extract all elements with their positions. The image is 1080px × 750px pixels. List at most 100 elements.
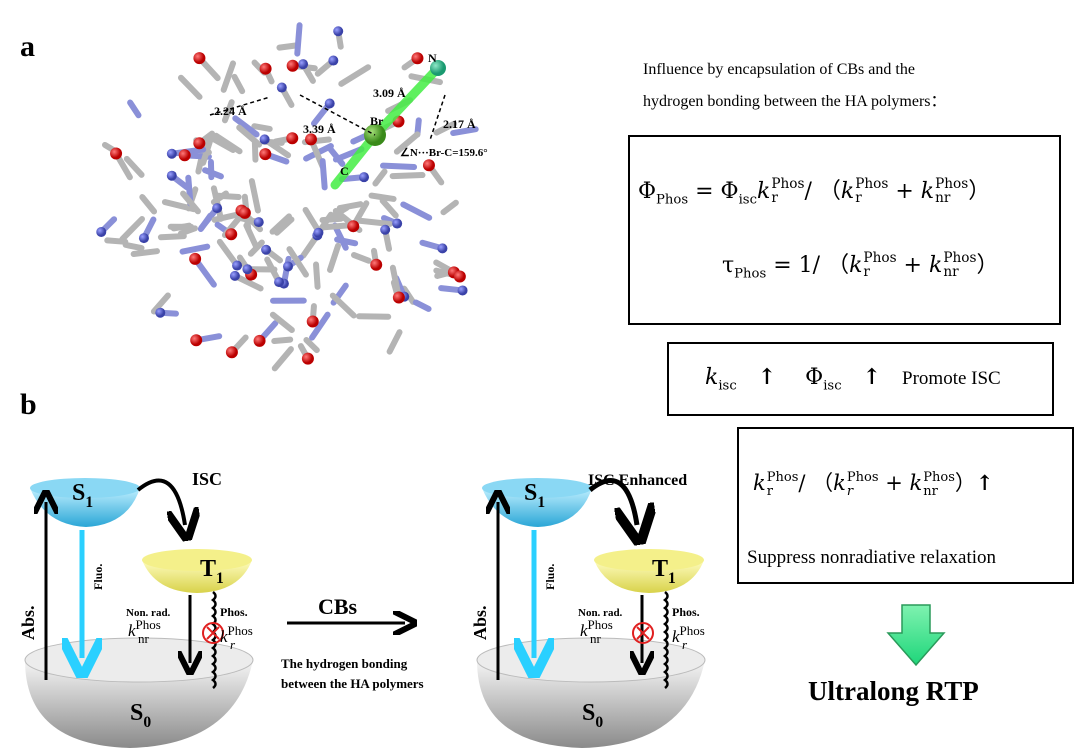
op: + [888,179,921,204]
k: k [128,621,136,640]
sub: r [863,264,870,280]
phi-isc-symbol: Φ [805,365,824,390]
x-mark-icon [636,626,650,640]
bond [269,311,295,334]
s1-label-sub: 1 [85,494,93,511]
bond [251,139,259,163]
bond [157,233,187,241]
bond [313,261,321,290]
cbs-label: CBs [318,594,358,619]
bond [372,168,388,187]
oxygen-atom [238,206,251,219]
sub: isc [823,378,842,394]
oxygen-atom [305,133,318,146]
h-bond-dash-3 [429,94,446,141]
up-arrow-icon: ↑ [757,364,777,390]
atom-label-c: C [340,164,349,178]
tau-symbol: τ [722,253,735,278]
influence-description: Influence by encapsulation of CBs and th… [643,54,947,118]
sup: Phos [588,617,613,632]
bond [389,172,426,180]
bond [179,243,211,255]
bond [319,215,344,224]
nitrogen-atom [392,218,403,229]
s1-label-main: S [72,480,85,506]
nitrogen-atom [96,226,107,237]
bond [220,60,237,93]
angle-label: ∠N···Br-C=159.6° [400,147,488,159]
molecule-atoms [96,26,468,365]
fluo-label: Fluo. [543,564,557,590]
bond [276,42,299,51]
nitrogen-atom [437,243,448,254]
t1-bowl-rim [594,549,704,571]
one: 1 [798,253,813,278]
s0-label-main: S [130,700,143,726]
sub: r [846,483,854,499]
sub: Phos [734,266,767,282]
s0-bowl [477,660,705,748]
isc-arrow [136,478,185,525]
bond [180,190,201,215]
k-symbol: k [849,253,863,278]
ultralong-rtp-label: Ultralong RTP [808,676,979,706]
oxygen-atom [225,346,238,359]
bond [329,292,357,319]
nitrogen-atom [380,224,391,235]
s0-bowl [25,660,253,748]
suppress-label: Suppress nonradiative relaxation [747,547,997,568]
s1-label-sub: 1 [537,494,545,511]
bond [302,206,320,231]
bond [200,136,214,166]
t1-label-sub: 1 [668,570,676,587]
nitrogen-atom [242,264,253,275]
oxygen-atom [347,220,360,233]
oxygen-atom [411,52,424,65]
bond [243,222,260,251]
bond [379,197,399,219]
oxygen-atom [189,252,202,265]
bond [356,313,392,320]
hbond-line-1: The hydrogen bonding [281,656,408,671]
oxygen-atom [306,315,319,328]
op: / （ [798,471,834,495]
k-symbol: k [753,471,766,495]
sup: Phos [766,470,799,486]
halogen-bond-highlight [370,63,443,140]
nitrogen-atom [457,285,468,296]
sub: isc [718,378,737,394]
bond [150,292,171,315]
abs-label: Abs. [18,605,38,640]
t1-bowl-rim [142,549,252,571]
bond [450,126,479,137]
nitrogen-atom [276,82,287,93]
distance-label-4: 2.17 Å [443,117,476,131]
sup: Phos [855,176,889,193]
blocked-icon [632,622,654,644]
bond [251,123,273,132]
sub: isc [738,192,757,208]
k-symbol: k [840,179,855,204]
oxygen-atom [259,62,272,75]
bond [122,241,145,252]
hbond-line-2: between the HA polymers [281,676,424,691]
nitrogen-atom [274,277,285,288]
op: = [766,253,799,278]
phi-symbol: Φ [720,179,739,204]
isc-label: ISC [192,469,222,489]
phos-label: Phos. [220,605,248,619]
oxygen-atom [193,137,206,150]
oxygen-atom [193,52,206,65]
bond [309,311,331,341]
h-bond-dash-2 [299,94,376,136]
